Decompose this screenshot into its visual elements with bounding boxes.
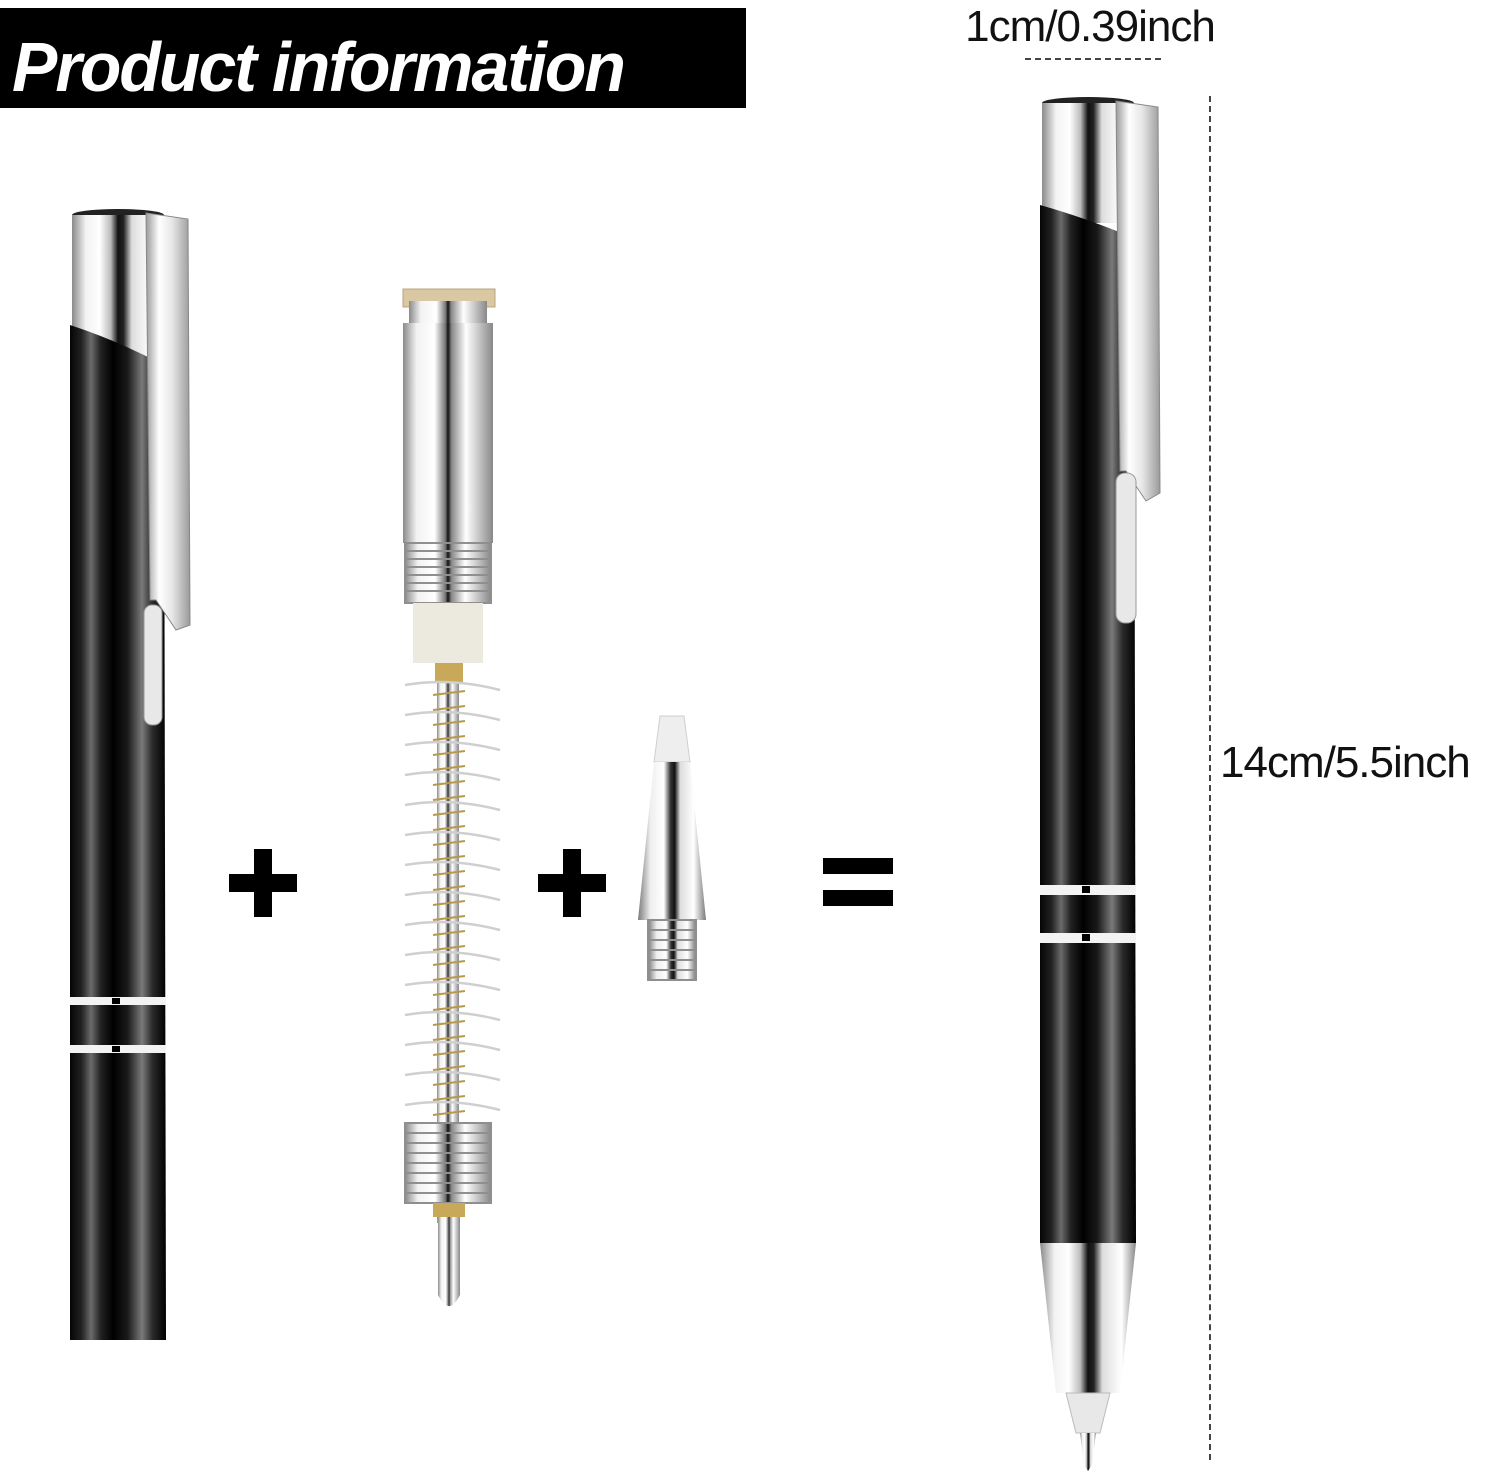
width-dimension-line bbox=[1025, 58, 1161, 60]
refill-mechanism-image bbox=[395, 285, 505, 1325]
page-title: Product information bbox=[12, 28, 626, 106]
assembled-pen-icon bbox=[1040, 97, 1161, 1471]
pen-tip-cone-image bbox=[632, 710, 712, 990]
height-dimension-label: 14cm/5.5inch bbox=[1220, 738, 1471, 787]
plus-operator-icon bbox=[538, 849, 606, 917]
pen-tip-cone-icon bbox=[638, 715, 706, 981]
plus-operator-icon bbox=[229, 849, 297, 917]
pen-barrel-image bbox=[66, 205, 196, 1345]
title-banner: Product information bbox=[0, 8, 746, 108]
assembled-pen-image bbox=[1036, 93, 1166, 1473]
height-dimension-line bbox=[1209, 96, 1211, 1460]
equals-operator-icon bbox=[823, 858, 893, 906]
refill-spring-icon bbox=[402, 288, 501, 1306]
width-dimension-label: 1cm/0.39inch bbox=[965, 2, 1216, 51]
pen-barrel-icon bbox=[70, 209, 191, 1340]
